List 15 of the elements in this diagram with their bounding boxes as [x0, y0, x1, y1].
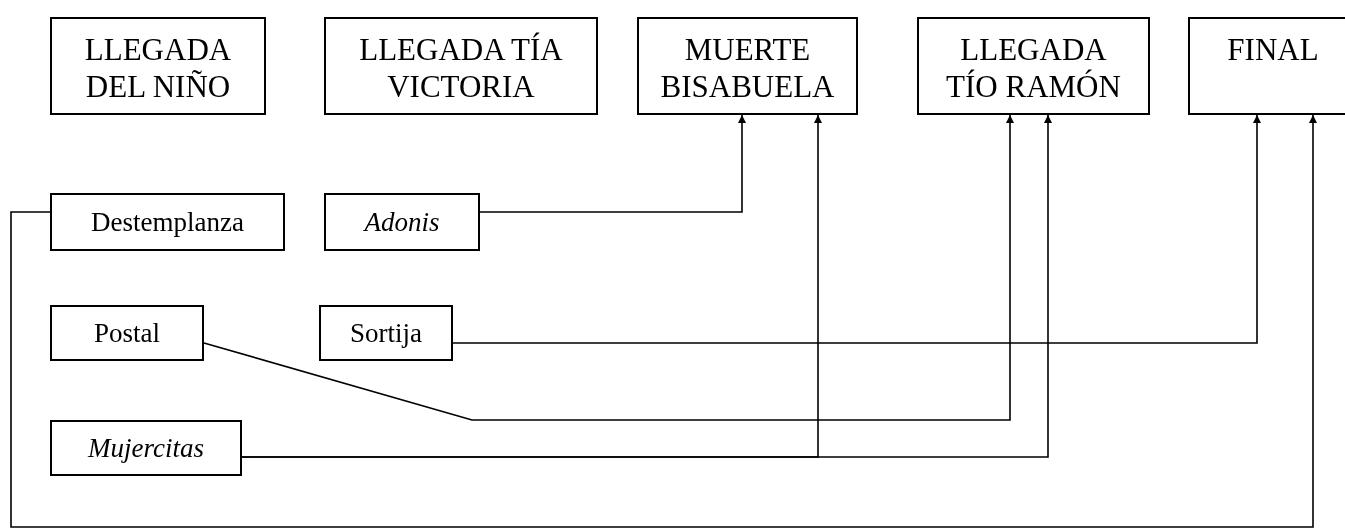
arrow [241, 114, 1052, 458]
event-box: LLEGADA DEL NIÑO [50, 17, 266, 115]
arrow [203, 114, 1014, 421]
arrow [10, 114, 1317, 528]
event-box: FINAL [1188, 17, 1345, 115]
event-box: LLEGADA TÍA VICTORIA [324, 17, 598, 115]
element-box: Destemplanza [50, 193, 285, 251]
arrow [479, 114, 746, 213]
event-box: LLEGADA TÍO RAMÓN [917, 17, 1150, 115]
element-box: Adonis [324, 193, 480, 251]
element-box: Sortija [319, 305, 453, 361]
event-box: MUERTE BISABUELA [637, 17, 858, 115]
element-box: Postal [50, 305, 204, 361]
arrow [452, 114, 1261, 344]
element-box: Mujercitas [50, 420, 242, 476]
